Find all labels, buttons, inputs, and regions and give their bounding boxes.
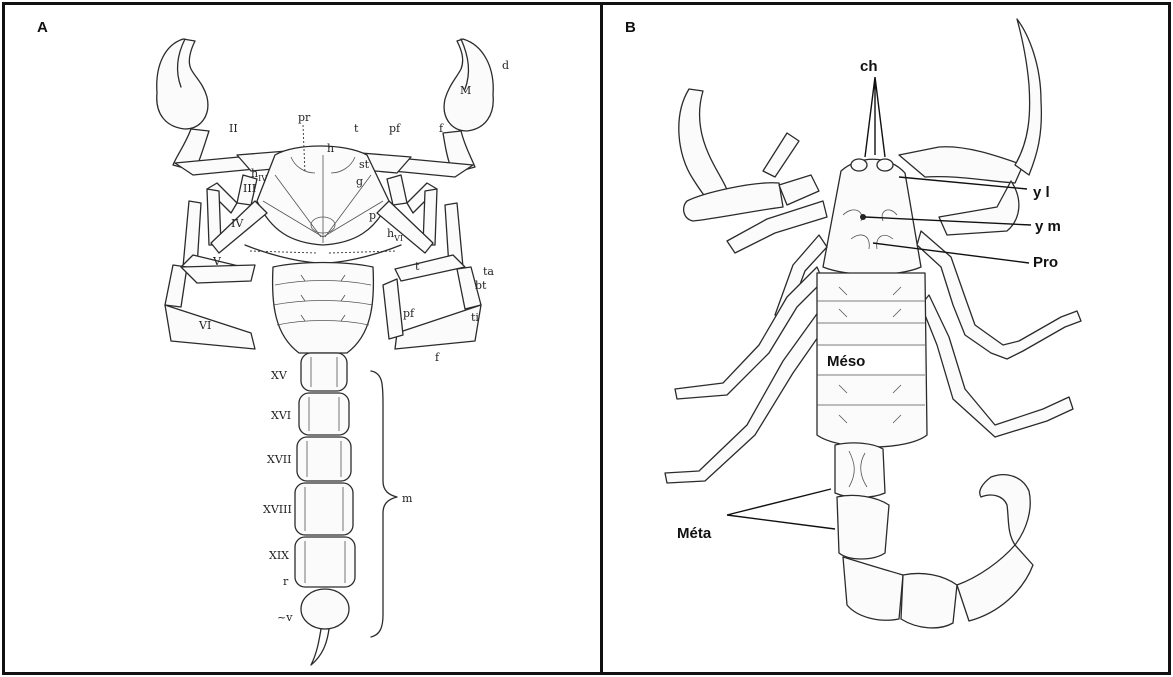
label-v-telson: ~v	[277, 611, 293, 624]
label-xvii: XVII	[267, 453, 291, 466]
left-pedipalp-b	[679, 89, 819, 221]
label-pf-right: pf	[403, 307, 415, 320]
label-f-bottom: f	[435, 351, 440, 364]
label-d: d	[502, 59, 509, 72]
metasoma-bracket	[371, 371, 397, 637]
label-iii: III	[243, 182, 256, 195]
metasoma-b	[835, 443, 1033, 628]
label-meso: Méso	[827, 353, 865, 370]
label-bt: bt	[475, 279, 487, 292]
mesosoma	[273, 263, 374, 354]
label-pr: pr	[298, 111, 311, 124]
left-legs-b	[665, 201, 827, 483]
label-m: m	[402, 492, 413, 505]
label-xv: XV	[271, 369, 288, 382]
left-pedipalp	[157, 39, 295, 175]
right-legs	[377, 175, 481, 349]
label-ch: ch	[860, 58, 878, 75]
label-xviii: XVIII	[263, 503, 292, 516]
label-t-top: t	[354, 122, 359, 135]
label-pro: Pro	[1033, 254, 1058, 271]
right-pedipalp	[353, 39, 493, 177]
label-h: h	[327, 142, 334, 155]
label-v: V	[212, 255, 222, 268]
label-ti: ti	[471, 311, 479, 324]
label-xvi: XVI	[271, 409, 291, 422]
panel-b: B	[601, 2, 1171, 675]
label-iv: IV	[231, 217, 244, 230]
label-yl: y l	[1033, 184, 1050, 201]
label-st: st	[359, 158, 370, 171]
panel-a: A	[2, 2, 602, 675]
label-meta: Méta	[677, 525, 712, 542]
label-vi: VI	[198, 319, 211, 332]
metasoma	[295, 353, 355, 665]
label-ta: ta	[483, 265, 494, 278]
label-pf-top: pf	[389, 122, 401, 135]
label-r: r	[283, 575, 289, 588]
median-eyes	[851, 159, 867, 171]
label-g: g	[356, 175, 363, 188]
scorpion-dorsal-drawing: ch y l y m Pro Méso Méta	[603, 5, 1168, 672]
label-ym: y m	[1035, 218, 1061, 235]
label-xix: XIX	[269, 549, 289, 562]
right-pedipalp-b	[899, 19, 1041, 235]
label-ii: II	[229, 122, 238, 135]
scorpion-ventral-drawing: II III IV V VI pr h t pf f st g hIV p hV…	[5, 5, 600, 672]
label-m-chela: M	[460, 84, 471, 97]
label-p: p	[369, 209, 376, 222]
label-t-right: t	[415, 260, 420, 273]
